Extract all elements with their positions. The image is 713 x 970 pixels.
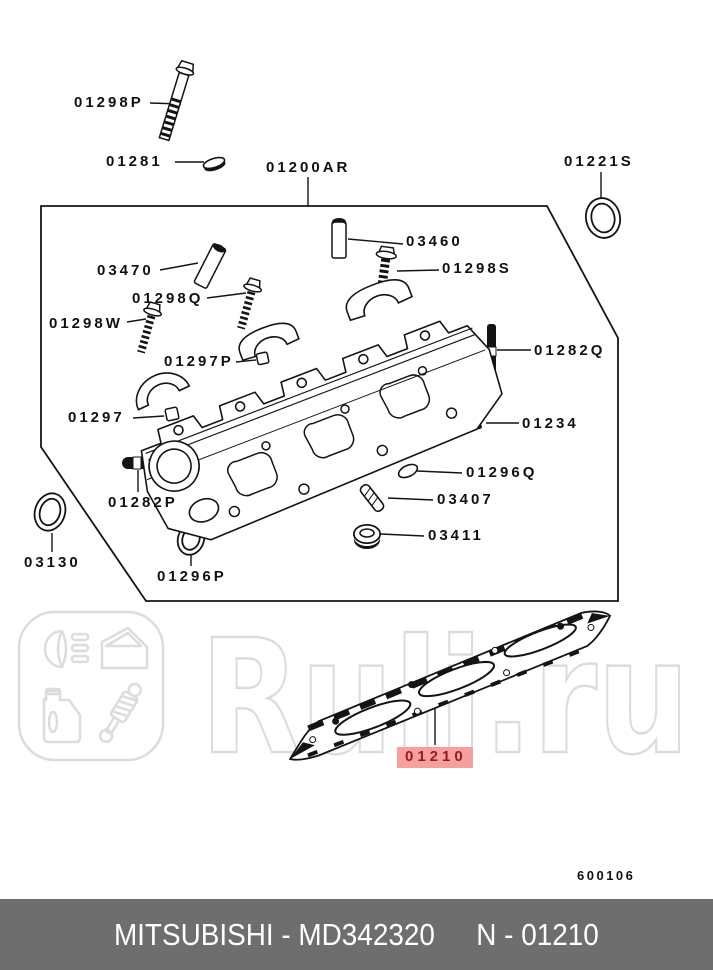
footer-bar: MITSUBISHI - MD342320 N - 01210 <box>0 899 713 970</box>
cap-glyph-01297p <box>238 322 300 366</box>
part-label-01298q[interactable]: 01298Q <box>132 290 204 307</box>
seal-glyph-01221s <box>584 197 622 239</box>
part-label-01297[interactable]: 01297 <box>68 409 125 426</box>
part-label-01210-selected[interactable]: 01210 <box>397 747 473 768</box>
cylinder-head-drawing <box>140 320 503 541</box>
figure-code: 600106 <box>577 868 636 883</box>
shell-glyph-01297 <box>135 372 191 422</box>
bolt-glyph-01298w <box>137 301 162 354</box>
guide-glyph-03460 <box>331 218 347 259</box>
head-gasket-drawing <box>288 610 612 761</box>
cap-glyph-upper <box>345 279 414 322</box>
part-label-01298p[interactable]: 01298P <box>74 94 144 111</box>
footer-ref-number: N - 01210 <box>476 916 599 952</box>
bolt-glyph-01298q <box>237 277 262 330</box>
oring-glyph-03130 <box>33 492 67 532</box>
part-label-03411[interactable]: 03411 <box>428 527 484 544</box>
part-label-01281[interactable]: 01281 <box>106 153 163 170</box>
part-label-01297p[interactable]: 01297P <box>164 353 234 370</box>
part-label-01282p[interactable]: 01282P <box>108 494 178 511</box>
car-door-icon <box>100 626 149 670</box>
oil-can-icon <box>42 687 82 744</box>
part-label-01234[interactable]: 01234 <box>522 415 579 432</box>
part-label-01298s[interactable]: 01298S <box>442 260 512 277</box>
part-label-01282q[interactable]: 01282Q <box>534 342 606 359</box>
part-label-01200ar[interactable]: 01200AR <box>266 159 351 176</box>
shock-absorber-icon <box>98 682 143 743</box>
part-label-01221s[interactable]: 01221S <box>564 153 634 170</box>
part-label-03407[interactable]: 03407 <box>437 491 494 508</box>
bolt-glyph-01298p <box>158 59 195 142</box>
part-label-01296p[interactable]: 01296P <box>157 568 227 585</box>
watermark-panel-border <box>17 610 165 762</box>
part-label-03470[interactable]: 03470 <box>97 262 154 279</box>
seal-glyph-03411 <box>353 524 381 549</box>
washer-glyph-01281 <box>202 156 226 172</box>
pin-glyph-03407 <box>359 483 385 513</box>
dowel-glyph-03470 <box>193 243 227 289</box>
leader-lines <box>51 102 602 745</box>
part-label-03460[interactable]: 03460 <box>406 233 463 250</box>
footer-brand-part: MITSUBISHI - MD342320 <box>114 916 436 952</box>
part-label-01298w[interactable]: 01298W <box>49 315 123 332</box>
diagram-border <box>40 205 619 602</box>
pellet-glyph-01296q <box>397 463 419 479</box>
watermark-icon-panel <box>17 610 165 762</box>
part-label-03130[interactable]: 03130 <box>24 554 81 571</box>
headlight-icon <box>43 629 90 669</box>
part-label-01296q[interactable]: 01296Q <box>466 464 538 481</box>
